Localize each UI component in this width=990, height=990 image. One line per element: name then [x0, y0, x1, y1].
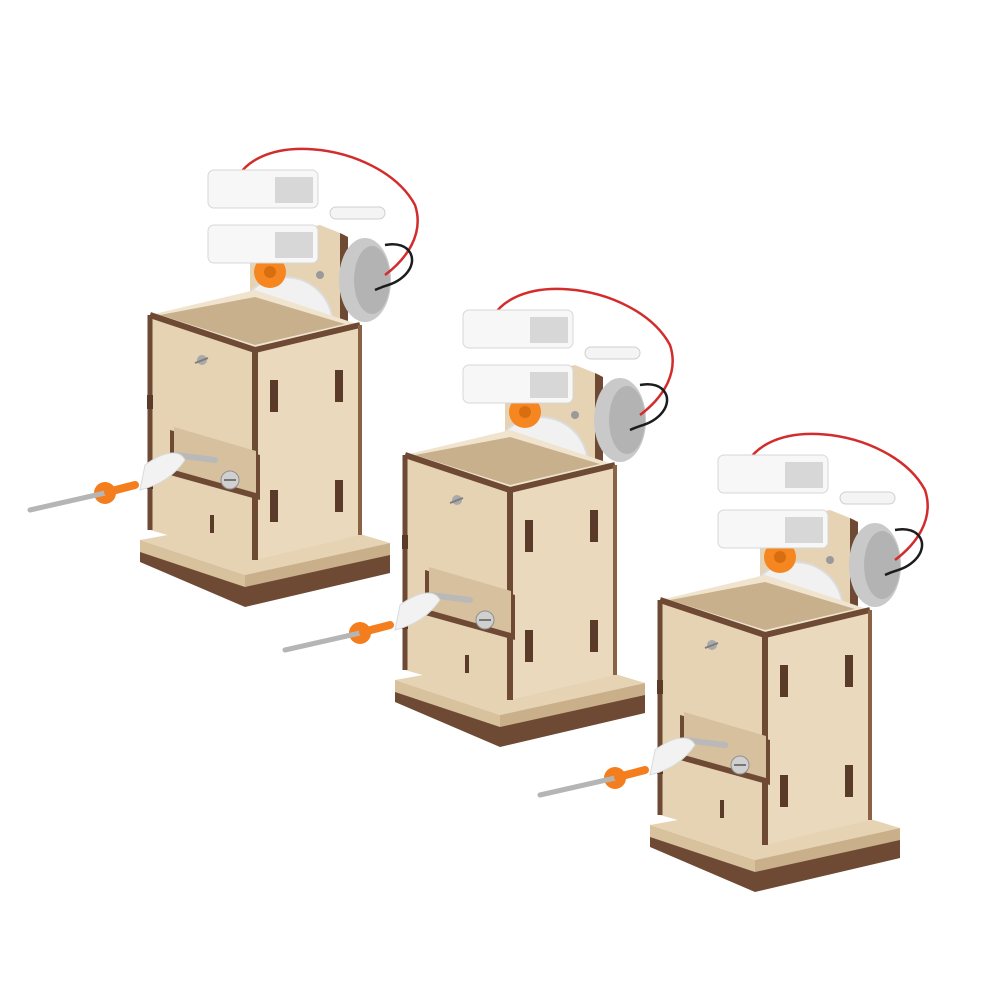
generator-kit-left: [30, 149, 418, 607]
